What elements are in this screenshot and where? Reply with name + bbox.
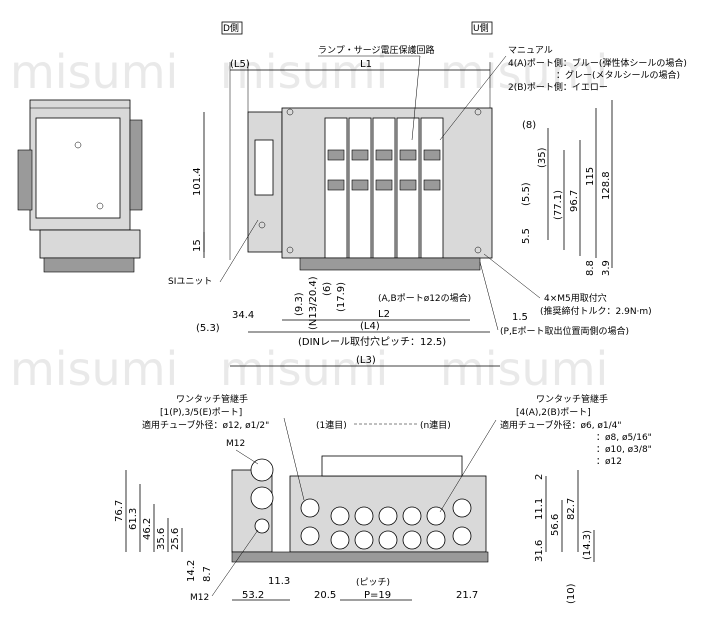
- front-view: [247, 107, 493, 271]
- port4a-blue-label: 4(A)ポート側：ブルー(弾性体シールの場合): [508, 57, 687, 69]
- m12-top-label: M12: [226, 439, 245, 449]
- dim-8-8: 8.8: [585, 260, 596, 276]
- dim-76-7: 76.7: [114, 500, 125, 522]
- dim-115: 115: [585, 167, 596, 186]
- tube-left-label: 適用チューブ外径：ø12, ø1/2": [142, 419, 269, 431]
- d-side-label-box: [221, 21, 243, 35]
- tube-right-3: ：ø10, ø3/8": [596, 445, 652, 455]
- tube-right-1: 適用チューブ外径：ø6, ø1/4": [500, 419, 622, 431]
- u-side-label-box: [471, 21, 493, 35]
- dim-9-3: (9.3): [294, 292, 305, 316]
- torque-label: (推奨締付トルク：2.9N·m): [540, 305, 652, 317]
- dim-21-7: 21.7: [456, 590, 478, 601]
- dim-5-3: (5.3): [196, 323, 220, 334]
- one-touch-right-label: ワンタッチ管継手: [536, 393, 608, 405]
- one-touch-left-label: ワンタッチ管継手: [176, 393, 248, 405]
- dim-5-5b: 5.5: [521, 228, 532, 244]
- m5-holes-label: 4×M5用取付穴: [544, 292, 607, 304]
- dim-53-2: 53.2: [242, 590, 264, 601]
- ab-port-note: (A,Bポートø12の場合): [378, 292, 471, 304]
- dim-14-3: (14.3): [582, 530, 593, 560]
- dim-n13: (N13/20.4): [308, 276, 319, 330]
- dim-10: (10): [566, 583, 577, 604]
- pe-port-note: (P,Eポート取出位置両側の場合): [500, 325, 629, 337]
- dim-101-4: 101.4: [192, 167, 203, 196]
- dim-128-8: 128.8: [601, 171, 612, 200]
- din-pitch-label: (DINレール取付穴ピッチ：12.5): [298, 335, 446, 348]
- dim-17-9: (17.9): [336, 282, 347, 312]
- dim-l2: L2: [378, 309, 390, 320]
- dim-15: 15: [192, 239, 203, 252]
- dim-1-5: 1.5: [512, 312, 528, 323]
- bottom-ports: [300, 498, 472, 550]
- dim-l1: L1: [360, 59, 372, 70]
- port4a-gray-label: ：グレー(メタルシールの場合): [556, 69, 680, 81]
- watermark-text: misumi: [220, 342, 388, 396]
- pitch-label: (ピッチ): [356, 577, 390, 588]
- manual-label: マニュアル: [508, 46, 553, 56]
- tube-right-4: ：ø12: [596, 457, 622, 467]
- dim-56-6: 56.6: [550, 514, 561, 536]
- watermark-text: misumi: [10, 342, 178, 396]
- dim-77-1: (77.1): [553, 190, 564, 220]
- dim-3-9: 3.9: [601, 260, 612, 276]
- dim-25-6: 25.6: [170, 528, 181, 550]
- dim-8: (8): [522, 120, 536, 131]
- dim-34-4: 34.4: [232, 310, 254, 321]
- port2b-yellow-label: 2(B)ポート側：イエロー: [508, 81, 608, 93]
- watermark-text: misumi: [440, 342, 608, 396]
- dim-20-5: 20.5: [314, 590, 336, 601]
- lamp-surge-label: ランプ・サージ電圧保護回路: [318, 44, 435, 56]
- m12-bottom-label: M12: [190, 593, 209, 603]
- watermark-text: misumi: [440, 45, 608, 99]
- dim-2: 2: [534, 474, 545, 480]
- dim-35-6: 35.6: [156, 528, 167, 550]
- watermark-layer: misumi misumi misumi misumi misumi misum…: [10, 45, 608, 396]
- dim-5-5a: (5.5): [521, 182, 532, 206]
- ports-left-label: [1(P),3/5(E)ポート]: [160, 407, 242, 418]
- ports-right-label: [4(A),2(B)ポート]: [516, 407, 591, 418]
- dim-31-6: 31.6: [534, 540, 545, 562]
- u-side-label: U側: [473, 22, 489, 34]
- valve-stack: [324, 117, 444, 259]
- dim-61-3: 61.3: [128, 508, 139, 530]
- dim-11-1: 11.1: [534, 498, 545, 520]
- dim-82-7: 82.7: [566, 498, 577, 520]
- si-unit-label: SIユニット: [168, 277, 212, 287]
- dim-46-2: 46.2: [142, 518, 153, 540]
- dim-pitch-19: P=19: [364, 590, 391, 601]
- dim-l5: (L5): [230, 59, 250, 70]
- dim-l4: (L4): [360, 321, 380, 332]
- tube-right-2: ：ø8, ø5/16": [596, 433, 652, 443]
- dim-l3: (L3): [356, 355, 376, 366]
- bottom-dimensions: 76.7 61.3 46.2 35.6 25.6 14.2 8.7 11.3 5…: [114, 470, 595, 604]
- dim-6: (6): [322, 282, 333, 296]
- dim-11-3: 11.3: [268, 576, 290, 587]
- watermark-text: misumi: [10, 45, 178, 99]
- m12-connectors: [250, 458, 274, 534]
- dim-8-7: 8.7: [202, 566, 213, 582]
- station-n-label: (n連目): [420, 419, 451, 431]
- d-side-label: D側: [223, 22, 239, 34]
- dim-14-2: 14.2: [186, 560, 197, 582]
- side-view: [17, 99, 143, 273]
- bottom-view: [231, 455, 489, 563]
- top-dimensions: (L5) L1 L2 (L4) (DINレール取付穴ピッチ：12.5) (L3)…: [192, 59, 613, 367]
- station-first-label: (1連目): [316, 419, 347, 431]
- dim-35: (35): [537, 147, 548, 168]
- dim-96-7: 96.7: [569, 190, 580, 212]
